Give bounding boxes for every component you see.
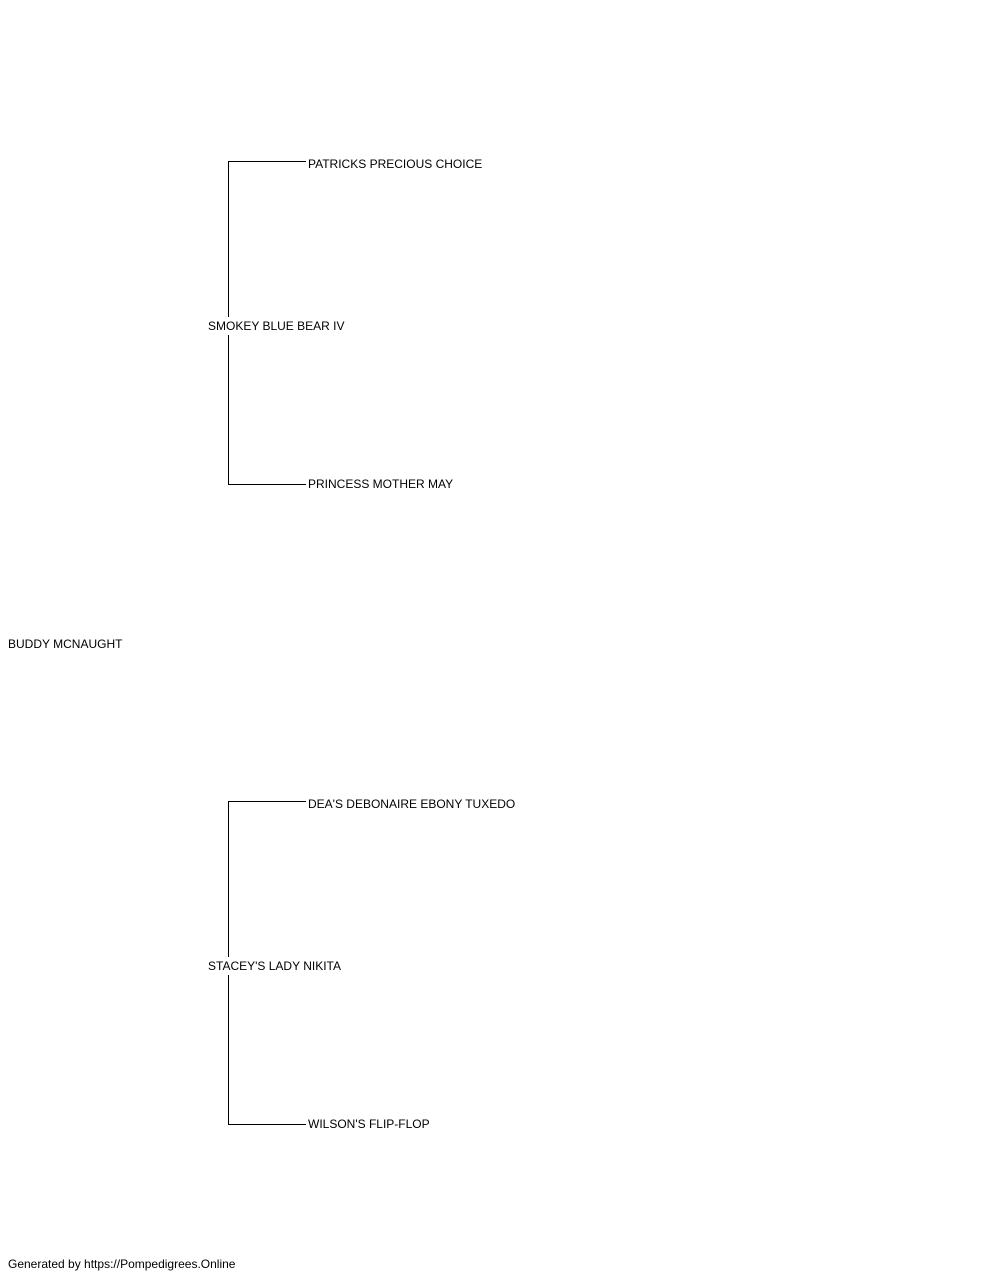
dam-name: STACEY'S LADY NIKITA <box>208 957 345 975</box>
maternal-grandsire-name: DEA'S DEBONAIRE EBONY TUXEDO <box>308 797 518 811</box>
dam-dam-connector-line <box>228 1124 306 1125</box>
sire-name: SMOKEY BLUE BEAR IV <box>208 317 349 335</box>
paternal-grandsire-name: PATRICKS PRECIOUS CHOICE <box>308 157 485 171</box>
maternal-granddam-name: WILSON'S FLIP-FLOP <box>308 1117 432 1131</box>
generated-by-footer: Generated by https://Pompedigrees.Online <box>8 1257 236 1271</box>
paternal-granddam-name: PRINCESS MOTHER MAY <box>308 477 456 491</box>
sire-dam-connector-line <box>228 484 306 485</box>
sire-sire-connector-line <box>228 161 306 162</box>
subject-name: BUDDY MCNAUGHT <box>8 637 125 651</box>
dam-sire-connector-line <box>228 801 306 802</box>
